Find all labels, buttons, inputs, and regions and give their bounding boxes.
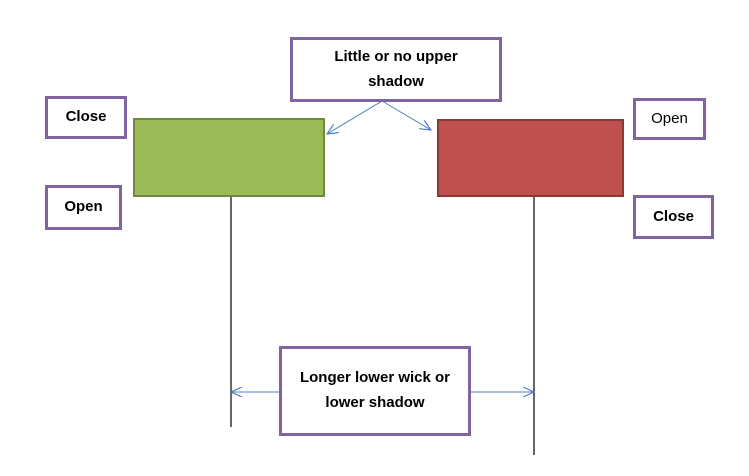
green-open-text: Open <box>64 198 103 216</box>
red-close-label: Close <box>633 195 714 239</box>
upper-shadow-label: Little or no upper shadow <box>290 37 502 102</box>
red-open-label: Open <box>633 98 706 140</box>
red-candle-body <box>437 119 624 197</box>
lower-shadow-label: Longer lower wick or lower shadow <box>279 346 471 436</box>
upper-shadow-arrow-left <box>327 100 383 134</box>
red-close-text: Close <box>653 207 694 225</box>
green-candle-body <box>133 118 325 197</box>
upper-shadow-arrow-right <box>381 100 431 130</box>
upper-shadow-label-text: Little or no upper shadow <box>334 47 458 90</box>
red-open-text: Open <box>651 109 688 127</box>
green-close-label: Close <box>45 96 127 139</box>
green-open-label: Open <box>45 185 122 230</box>
green-close-text: Close <box>65 108 107 126</box>
lower-shadow-label-text: Longer lower wick or lower shadow <box>299 369 451 411</box>
